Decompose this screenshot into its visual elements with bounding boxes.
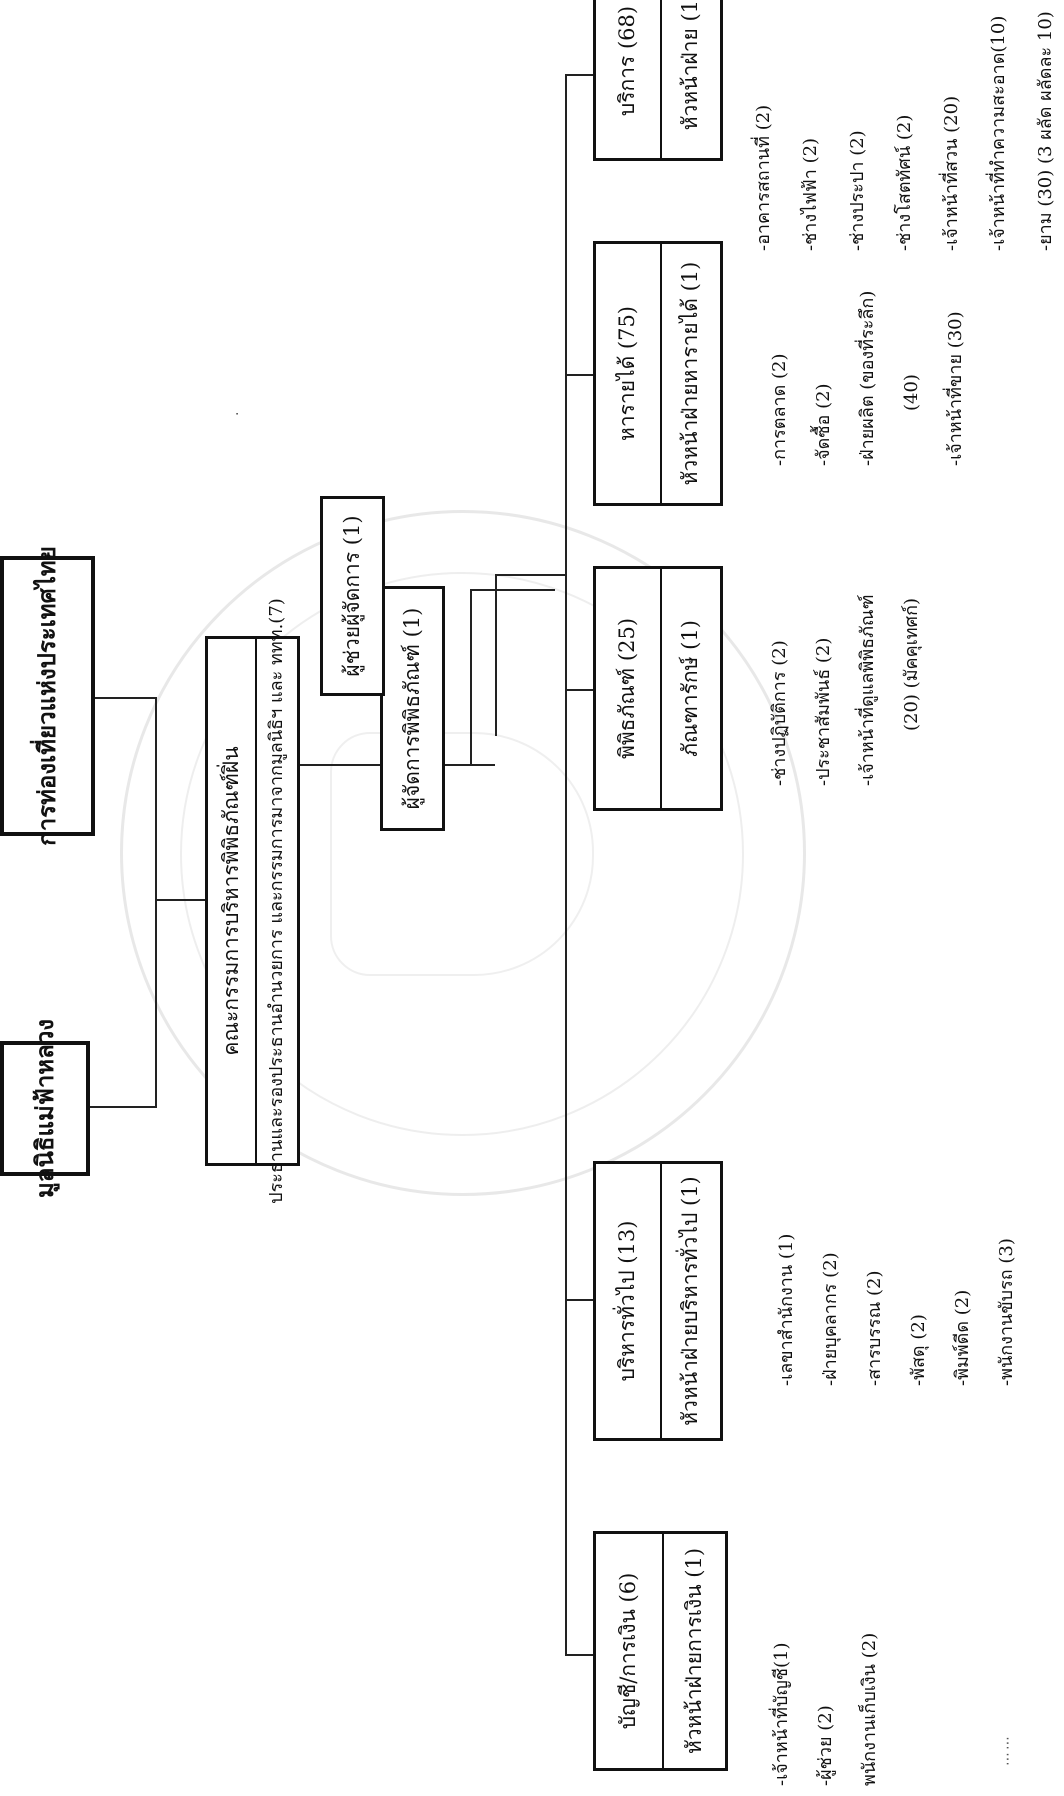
connector-line [495, 574, 497, 736]
staff-item: -ช่างไฟฟ้า (2) [800, 137, 821, 251]
department-name: หารายได้ (75) [615, 306, 640, 441]
department-box-admin: บริหารทั่วไป (13) หัวหน้าฝ่ายบริหารทั่วไ… [593, 1161, 723, 1441]
watermark-emblem [330, 732, 594, 976]
staff-item: -อาคารสถานที่ (2) [753, 104, 774, 251]
staff-list-revenue: -การตลาด (2) -จัดซื้อ (2) -ฝ่ายผลิต (ของ… [758, 291, 978, 466]
staff-item: -ยาม (30) (3 ผลัด ผลัดละ 10) [1035, 11, 1056, 251]
department-name: บัญชี/การเงิน (6) [616, 1572, 641, 1730]
staff-item: -ช่างปฏิบัติการ (2) [769, 640, 790, 786]
department-box-revenue: หารายได้ (75) หัวหน้าฝ่ายหารายได้ (1) [593, 241, 723, 506]
staff-item: -พิมพ์ดีด (2) [952, 1289, 973, 1386]
department-name: บริหารทั่วไป (13) [615, 1220, 640, 1382]
staff-item: (20) (มัคคุเทศก์) [901, 597, 922, 731]
connector-line [565, 1654, 593, 1656]
staff-item: พนักงานเก็บเงิน (2) [859, 1632, 880, 1786]
connector-line [565, 689, 593, 691]
connector-line [565, 374, 593, 376]
director-label: ผู้จัดการพิพิธภัณฑ์ (1) [399, 607, 424, 810]
department-head: หัวหน้าฝ่ายการเงิน (1) [662, 1534, 725, 1768]
assistant-box: ผู้ช่วยผู้จัดการ (1) [320, 496, 385, 696]
connector-line [470, 591, 472, 766]
root-left-box: มูลนิธิแม่ฟ้าหลวง [0, 1018, 90, 1199]
root-left-label: มูลนิธิแม่ฟ้าหลวง [29, 1018, 59, 1199]
connector-line [470, 589, 555, 591]
director-box: ผู้จัดการพิพิธภัณฑ์ (1) [380, 586, 445, 831]
staff-item: -ช่างโสตทัศน์ (2) [894, 114, 915, 251]
committee-line2: ประธานและรองประธานอำนวยการ และกรรมการมาจ… [255, 598, 297, 1204]
staff-list-service: -อาคารสถานที่ (2) -ช่างไฟฟ้า (2) -ช่างปร… [740, 11, 1064, 251]
connector-line [155, 899, 205, 901]
staff-item: -จัดซื้อ (2) [813, 383, 834, 466]
staff-item: -ผู้ช่วย (2) [815, 1705, 836, 1786]
staff-list-admin: -เลขาสำนักงาน (1) -ฝ่ายบุคลากร (2) -สารบ… [765, 1234, 1029, 1386]
department-head: หัวหน้าฝ่ายบริหารทั่วไป (1) [660, 1164, 720, 1438]
staff-list-museum: -ช่างปฏิบัติการ (2) -ประชาสัมพันธ์ (2) -… [758, 594, 934, 786]
staff-item: -เจ้าหน้าที่บัญชี(1) [771, 1642, 792, 1786]
connector-line [80, 1106, 157, 1108]
connector-line [565, 74, 593, 76]
committee-line1: คณะกรรมการบริหารพิพิธภัณฑ์ฝิ่น [218, 746, 243, 1056]
connector-line [95, 697, 155, 699]
connector-line [155, 697, 157, 1108]
root-right-box: การท่องเที่ยวแห่งประเทศไทย [0, 546, 95, 846]
staff-item: -เจ้าหน้าที่สวน (20) [941, 95, 962, 251]
department-box-finance: บัญชี/การเงิน (6) หัวหน้าฝ่ายการเงิน (1) [593, 1531, 728, 1771]
department-box-museum: พิพิธภัณฑ์ (25) ภัณฑารักษ์ (1) [593, 566, 723, 811]
scan-dots: · [230, 409, 246, 416]
department-head: ภัณฑารักษ์ (1) [660, 569, 720, 808]
department-head: หัวหน้าฝ่ายหารายได้ (1) [660, 244, 720, 503]
department-name: พิพิธภัณฑ์ (25) [615, 617, 640, 760]
assistant-label: ผู้ช่วยผู้จัดการ (1) [339, 515, 364, 677]
staff-item: (40) [901, 374, 922, 411]
staff-item: -ประชาสัมพันธ์ (2) [813, 637, 834, 786]
department-head: หัวหน้าฝ่าย (1) [660, 0, 720, 158]
staff-item: -เลขาสำนักงาน (1) [776, 1233, 797, 1386]
staff-list-finance: -เจ้าหน้าที่บัญชี(1) -ผู้ช่วย (2) พนักงา… [760, 1633, 892, 1786]
staff-item: -ฝ่ายผลิต (ของที่ระลึก) [857, 290, 878, 466]
staff-item: -เจ้าหน้าที่ดูแลพิพิธภัณฑ์ [857, 594, 878, 786]
staff-item: -พัสดุ (2) [908, 1314, 929, 1386]
connector-line [495, 574, 565, 576]
connector-line [300, 764, 380, 766]
staff-item: -ฝ่ายบุคลากร (2) [820, 1252, 841, 1386]
connector-line [565, 1299, 593, 1301]
staff-item: -เจ้าหน้าที่ขาย (30) [945, 311, 966, 466]
connector-line [565, 74, 567, 1656]
staff-item: -การตลาด (2) [769, 353, 790, 467]
staff-item: -พนักงานขับรถ (3) [996, 1238, 1017, 1386]
staff-item: -สารบรรณ (2) [864, 1270, 885, 1386]
department-box-service: บริการ (68) หัวหน้าฝ่าย (1) [593, 0, 723, 161]
staff-item: -เจ้าหน้าที่ทำความสะอาด(10) [988, 15, 1009, 251]
staff-item: -ช่างประปา (2) [847, 130, 868, 251]
root-right-label: การท่องเที่ยวแห่งประเทศไทย [32, 546, 62, 846]
committee-box: คณะกรรมการบริหารพิพิธภัณฑ์ฝิ่น ประธานและ… [205, 598, 300, 1204]
department-name: บริการ (68) [615, 5, 640, 117]
scan-dots: ⋯⋯ [1000, 1734, 1016, 1766]
